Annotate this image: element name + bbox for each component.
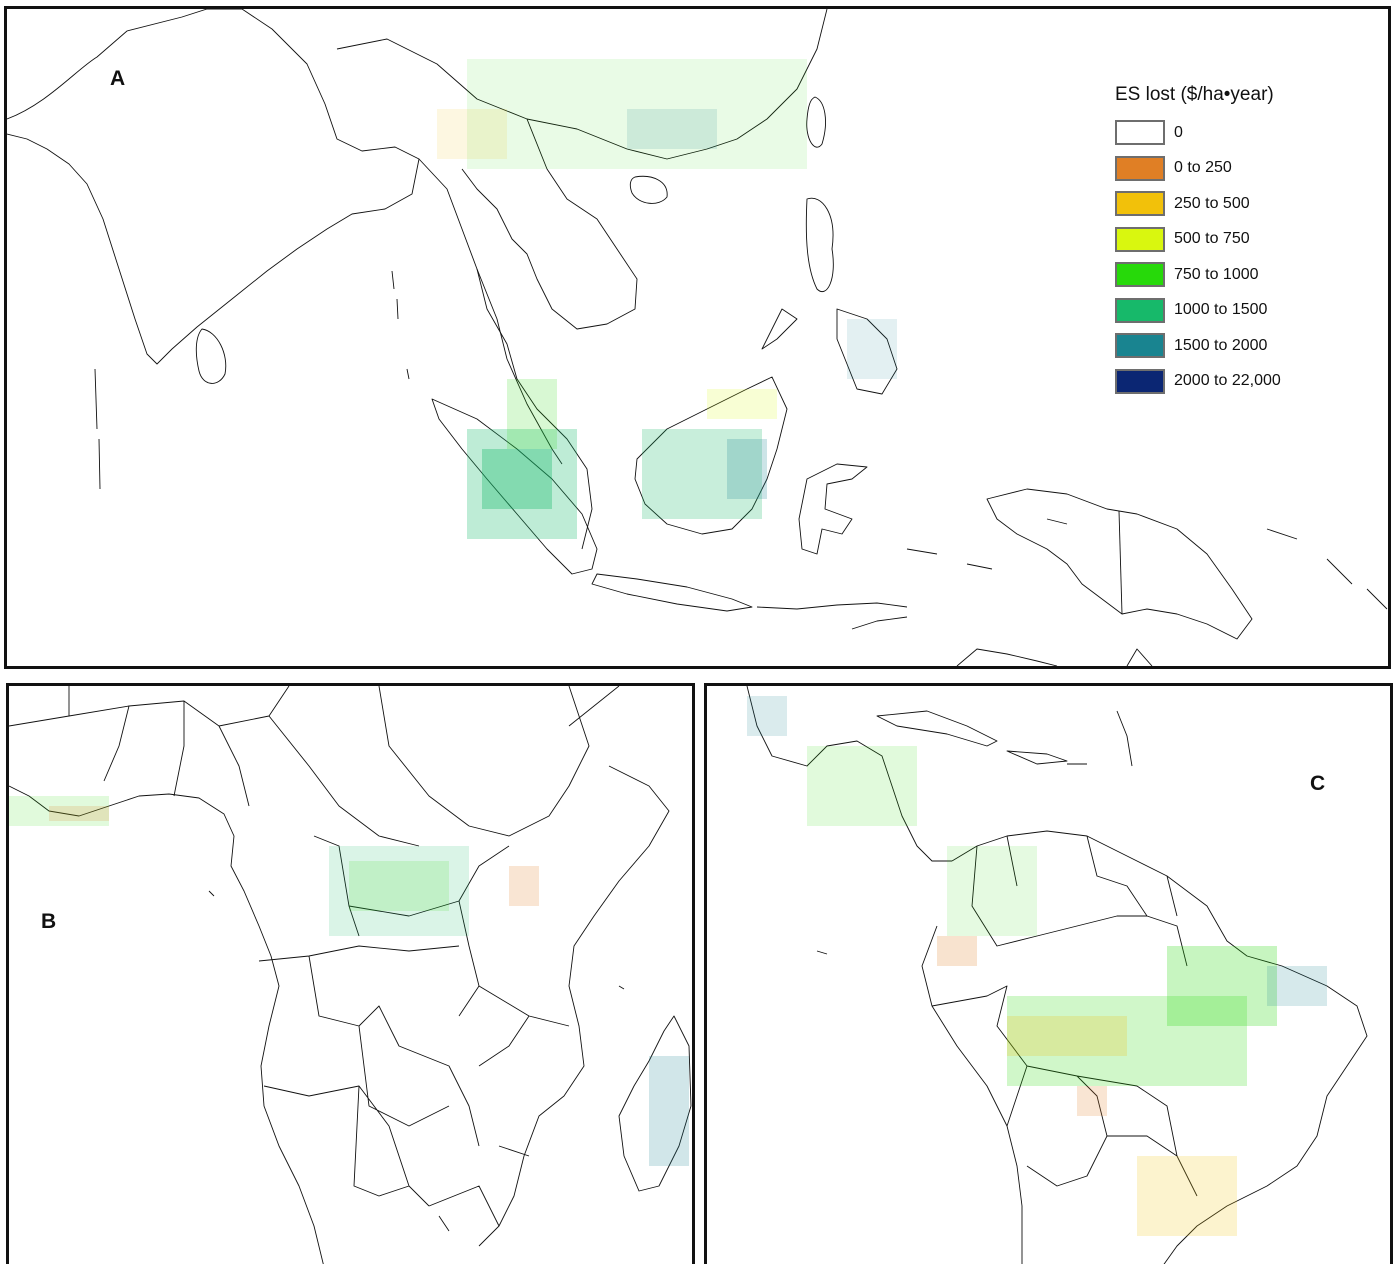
panel-label-c: C [1310,772,1326,795]
map-panel-c: C [704,683,1393,1264]
china-indochina-outline [336,9,828,160]
legend-swatch [1115,155,1165,181]
andaman-islands [391,270,410,380]
borneo-outline [634,376,788,535]
hainan-outline [629,175,668,204]
legend-item: 250 to 500 [1115,186,1385,222]
caribbean-islands [876,710,1133,767]
west-africa-coast [9,785,324,1264]
australia-north-outline [956,648,1153,666]
legend-label: 750 to 1000 [1174,265,1259,283]
legend-swatch [1115,368,1165,394]
country-borders-b [9,686,590,1227]
legend-item: 750 to 1000 [1115,257,1385,293]
india-outline [7,9,420,365]
es-loss-raster-b [9,796,689,1166]
legend-swatch [1115,191,1165,217]
legend-items: 0 0 to 250 250 to 500 500 to 750 750 to 1000… [1115,115,1385,399]
lesser-sunda-outline [756,602,908,630]
map-legend: ES lost ($/ha•year) 0 0 to 250 250 to 500 5… [1115,84,1385,399]
galapagos [816,950,828,955]
legend-item: 500 to 750 [1115,222,1385,258]
legend-item: 1500 to 2000 [1115,328,1385,364]
sulawesi-outline [798,463,868,555]
legend-swatch [1115,120,1165,146]
sri-lanka-outline [195,328,227,384]
east-islands [906,518,1388,610]
legend-label: 500 to 750 [1174,230,1250,248]
taiwan-outline [806,96,826,148]
mexico-central-america-outline [746,686,952,862]
new-guinea-outline [986,488,1253,640]
legend-label: 1500 to 2000 [1174,336,1268,354]
panel-label-b: B [41,910,57,933]
legend-label: 0 [1174,123,1183,141]
africa-map [9,686,692,1264]
legend-title: ES lost ($/ha•year) [1115,84,1274,105]
panel-label-a: A [110,67,126,90]
madagascar-outline [618,1015,692,1192]
philippines-outline [761,197,898,395]
map-panel-b: B [6,683,695,1264]
legend-label: 0 to 250 [1174,159,1232,177]
country-borders-c [931,835,1198,1197]
legend-item: 0 to 250 [1115,151,1385,187]
maldives [94,368,101,490]
malay-peninsula-outline [476,268,563,465]
legend-swatch [1115,333,1165,359]
sumatra-outline [431,398,598,575]
es-loss-raster-a [437,59,897,539]
legend-swatch [1115,226,1165,252]
indochina-outline [418,118,638,550]
legend-item: 1000 to 1500 [1115,293,1385,329]
legend-label: 250 to 500 [1174,194,1250,212]
legend-swatch [1115,297,1165,323]
legend-swatch [1115,262,1165,288]
south-america-outline [921,830,1368,1264]
legend-item: 2000 to 22,000 [1115,364,1385,400]
java-outline [591,573,753,612]
small-islands-b [208,890,625,1232]
legend-label: 2000 to 22,000 [1174,372,1281,390]
legend-item: 0 [1115,115,1385,151]
east-africa-coast [478,686,670,1247]
png-border [1118,510,1123,615]
asia-map [7,9,1388,666]
latin-america-map [746,686,1368,1264]
legend-label: 1000 to 1500 [1174,301,1268,319]
es-loss-raster-c [747,696,1327,1236]
